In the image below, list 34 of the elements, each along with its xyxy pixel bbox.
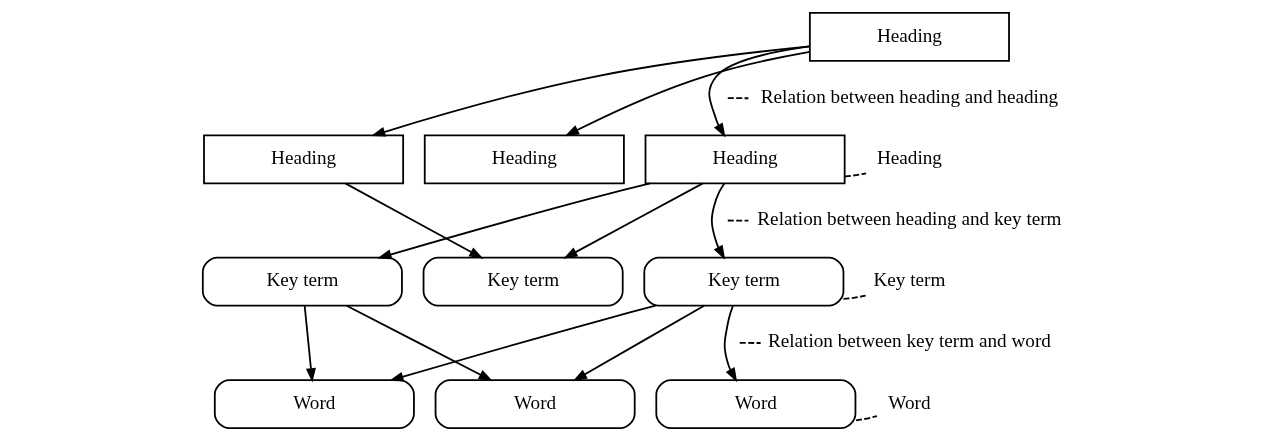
node-box: Heading — [423, 134, 625, 185]
node-box: Heading — [808, 12, 1010, 62]
connector — [726, 219, 749, 222]
arrow — [344, 182, 483, 259]
node-box: Word — [434, 379, 636, 429]
arrow — [572, 304, 705, 382]
arrow — [370, 45, 811, 137]
arrow — [723, 305, 737, 383]
node-text: Word — [887, 391, 931, 413]
node-text: Heading — [876, 146, 942, 168]
node-box: Key term — [642, 256, 844, 307]
node-box: Word — [654, 379, 856, 429]
connector — [843, 172, 867, 178]
node-box: Key term — [201, 256, 403, 307]
node-text: Relation between key term and word — [767, 330, 1051, 352]
node-text: Relation between heading and key term — [756, 208, 1062, 230]
node-box: Heading — [202, 134, 404, 185]
arrow — [388, 304, 656, 382]
node-text: Key term — [872, 269, 945, 291]
connector — [854, 415, 878, 422]
node-box: Key term — [422, 256, 624, 307]
connector — [842, 294, 867, 300]
node-box: Word — [213, 379, 415, 429]
arrow — [707, 45, 810, 138]
node-text: Relation between heading and heading — [760, 85, 1058, 107]
arrow — [303, 305, 316, 383]
arrow — [376, 182, 651, 260]
arrow — [710, 182, 725, 260]
connector — [726, 97, 749, 100]
arrow — [564, 50, 811, 137]
connector — [738, 341, 761, 344]
node-box: Heading — [644, 134, 846, 185]
arrow — [562, 182, 704, 259]
arrow — [345, 304, 493, 382]
